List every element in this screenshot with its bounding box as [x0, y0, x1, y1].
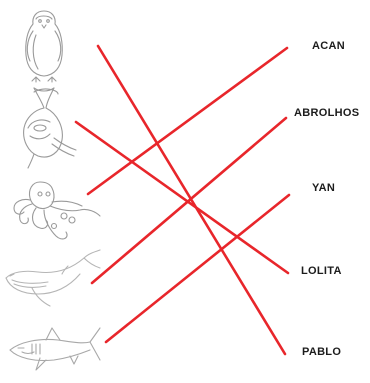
name-label-yan[interactable]: YAN: [312, 182, 335, 194]
match-line-shark-yan: [106, 195, 289, 342]
name-label-acan[interactable]: ACAN: [312, 40, 345, 52]
name-label-pablo[interactable]: PABLO: [302, 346, 341, 358]
match-line-whale-abrolhos: [92, 118, 286, 283]
match-line-octopus-acan: [88, 48, 287, 194]
match-line-orca-lolita: [76, 122, 288, 273]
name-label-lolita[interactable]: LOLITA: [301, 265, 342, 277]
penguin-icon[interactable]: [18, 5, 70, 83]
name-label-abrolhos[interactable]: ABROLHOS: [294, 107, 359, 119]
octopus-icon[interactable]: [10, 176, 102, 246]
match-line-penguin-pablo: [98, 46, 285, 354]
orca-icon[interactable]: [14, 84, 80, 170]
shark-icon[interactable]: [4, 320, 104, 378]
humpback-whale-icon[interactable]: [2, 244, 104, 308]
